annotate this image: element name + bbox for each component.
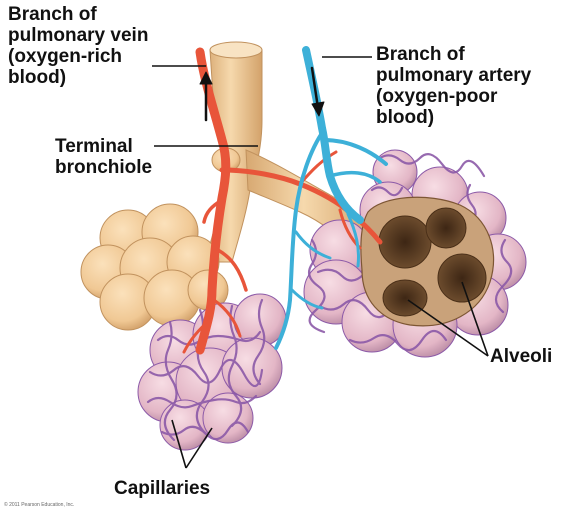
terminal-bronchiole-label-line: bronchiole bbox=[55, 157, 152, 178]
terminal-bronchiole-label-line: Terminal bbox=[55, 136, 152, 157]
pulmonary-artery-label-line: blood) bbox=[376, 107, 531, 128]
capillaries-label: Capillaries bbox=[114, 478, 210, 499]
pulmonary-vein-label-line: (oxygen-rich bbox=[8, 46, 148, 67]
pulmonary-vein-label-line: Branch of bbox=[8, 4, 148, 25]
pulmonary-artery-label-line: Branch of bbox=[376, 44, 531, 65]
alveolar-sac-capillary-right bbox=[304, 150, 526, 357]
pulmonary-artery-label-line: (oxygen-poor bbox=[376, 86, 531, 107]
pulmonary-vein-label-line: blood) bbox=[8, 67, 148, 88]
pulmonary-vein-label-line: pulmonary vein bbox=[8, 25, 148, 46]
copyright-notice: © 2011 Pearson Education, Inc. bbox=[4, 502, 74, 508]
terminal-bronchiole-label: Terminal bronchiole bbox=[55, 136, 152, 178]
pulmonary-artery-label-line: pulmonary artery bbox=[376, 65, 531, 86]
pulmonary-vein-label: Branch of pulmonary vein (oxygen-rich bl… bbox=[8, 4, 148, 88]
pulmonary-artery-label: Branch of pulmonary artery (oxygen-poor … bbox=[376, 44, 531, 128]
alveoli-label: Alveoli bbox=[490, 346, 552, 367]
